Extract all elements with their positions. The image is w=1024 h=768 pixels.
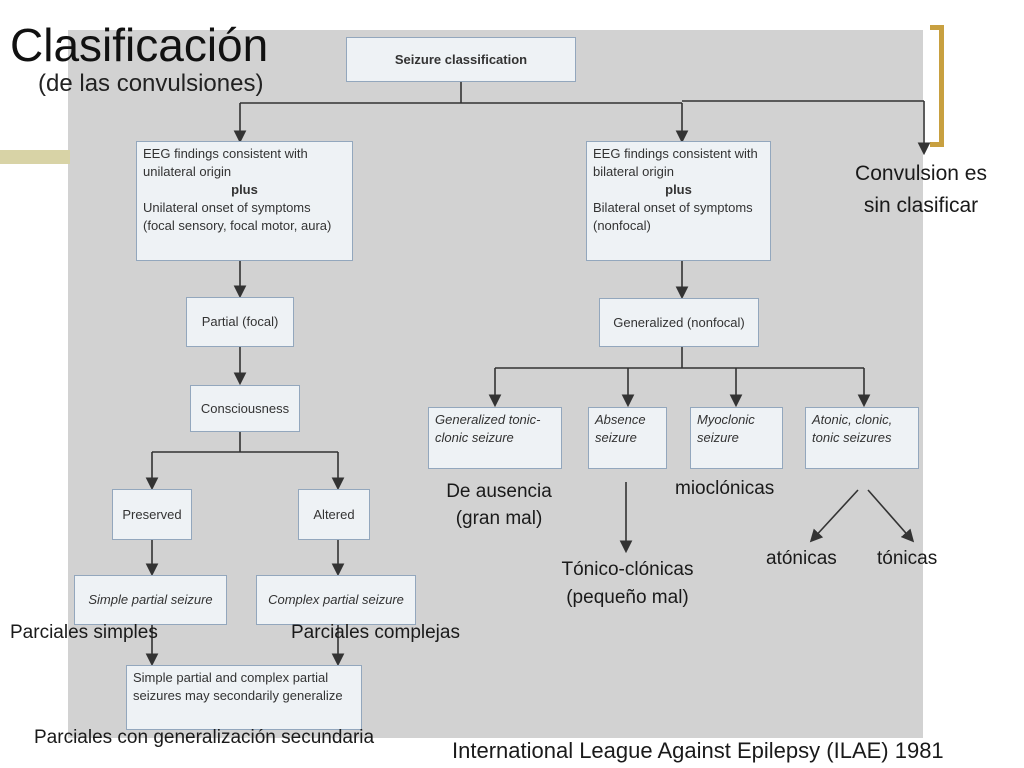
complex-partial-box: Complex partial seizure (256, 575, 416, 625)
myoclonic-box: Myoclonic seizure (690, 407, 783, 469)
right-eeg-line2: Bilateral onset of symptoms (nonfocal) (593, 200, 753, 233)
accent-bar (0, 150, 70, 164)
de-ausencia-label: De ausencia (gran mal) (446, 481, 552, 529)
atonic-box: Atonic, clonic, tonic seizures (805, 407, 919, 469)
left-eeg-line2: Unilateral onset of symptoms (focal sens… (143, 200, 332, 233)
generalizacion-secundaria-label: Parciales con generalización secundaria (34, 727, 375, 748)
right-eeg-plus: plus (665, 182, 692, 197)
source-citation: International League Against Epilepsy (I… (452, 738, 944, 763)
atonicas-label: atónicas (766, 548, 837, 569)
absence-box: Absence seizure (588, 407, 667, 469)
partial-box: Partial (focal) (186, 297, 294, 347)
parciales-complejas-label: Parciales complejas (291, 622, 460, 643)
tonico-clonicas-label: Tónico-clónicas (pequeño mal) (561, 559, 694, 608)
right-eeg-line1: EEG findings consistent with bilateral o… (593, 146, 758, 179)
right-eeg-box: EEG findings consistent with bilateral o… (586, 141, 771, 261)
left-eeg-plus: plus (231, 182, 258, 197)
left-eeg-line1: EEG findings consistent with unilateral … (143, 146, 308, 179)
mioclonicas-label: mioclónicas (675, 478, 775, 499)
convulsion-sin-clasificar-label: Convulsion es sin clasificar (855, 162, 987, 217)
page-subtitle: (de las convulsiones) (38, 70, 264, 97)
consciousness-box: Consciousness (190, 385, 300, 432)
secondary-generalize-box: Simple partial and complex partial seizu… (126, 665, 362, 730)
bracket-decoration (930, 25, 944, 147)
generalized-box: Generalized (nonfocal) (599, 298, 759, 347)
tonicas-label: tónicas (877, 548, 938, 569)
page-title: Clasificación (10, 19, 269, 71)
root-box: Seizure classification (346, 37, 576, 82)
preserved-box: Preserved (112, 489, 192, 540)
left-eeg-box: EEG findings consistent with unilateral … (136, 141, 353, 261)
parciales-simples-label: Parciales simples (10, 622, 158, 643)
gtc-box: Generalized tonic-clonic seizure (428, 407, 562, 469)
altered-box: Altered (298, 489, 370, 540)
simple-partial-box: Simple partial seizure (74, 575, 227, 625)
